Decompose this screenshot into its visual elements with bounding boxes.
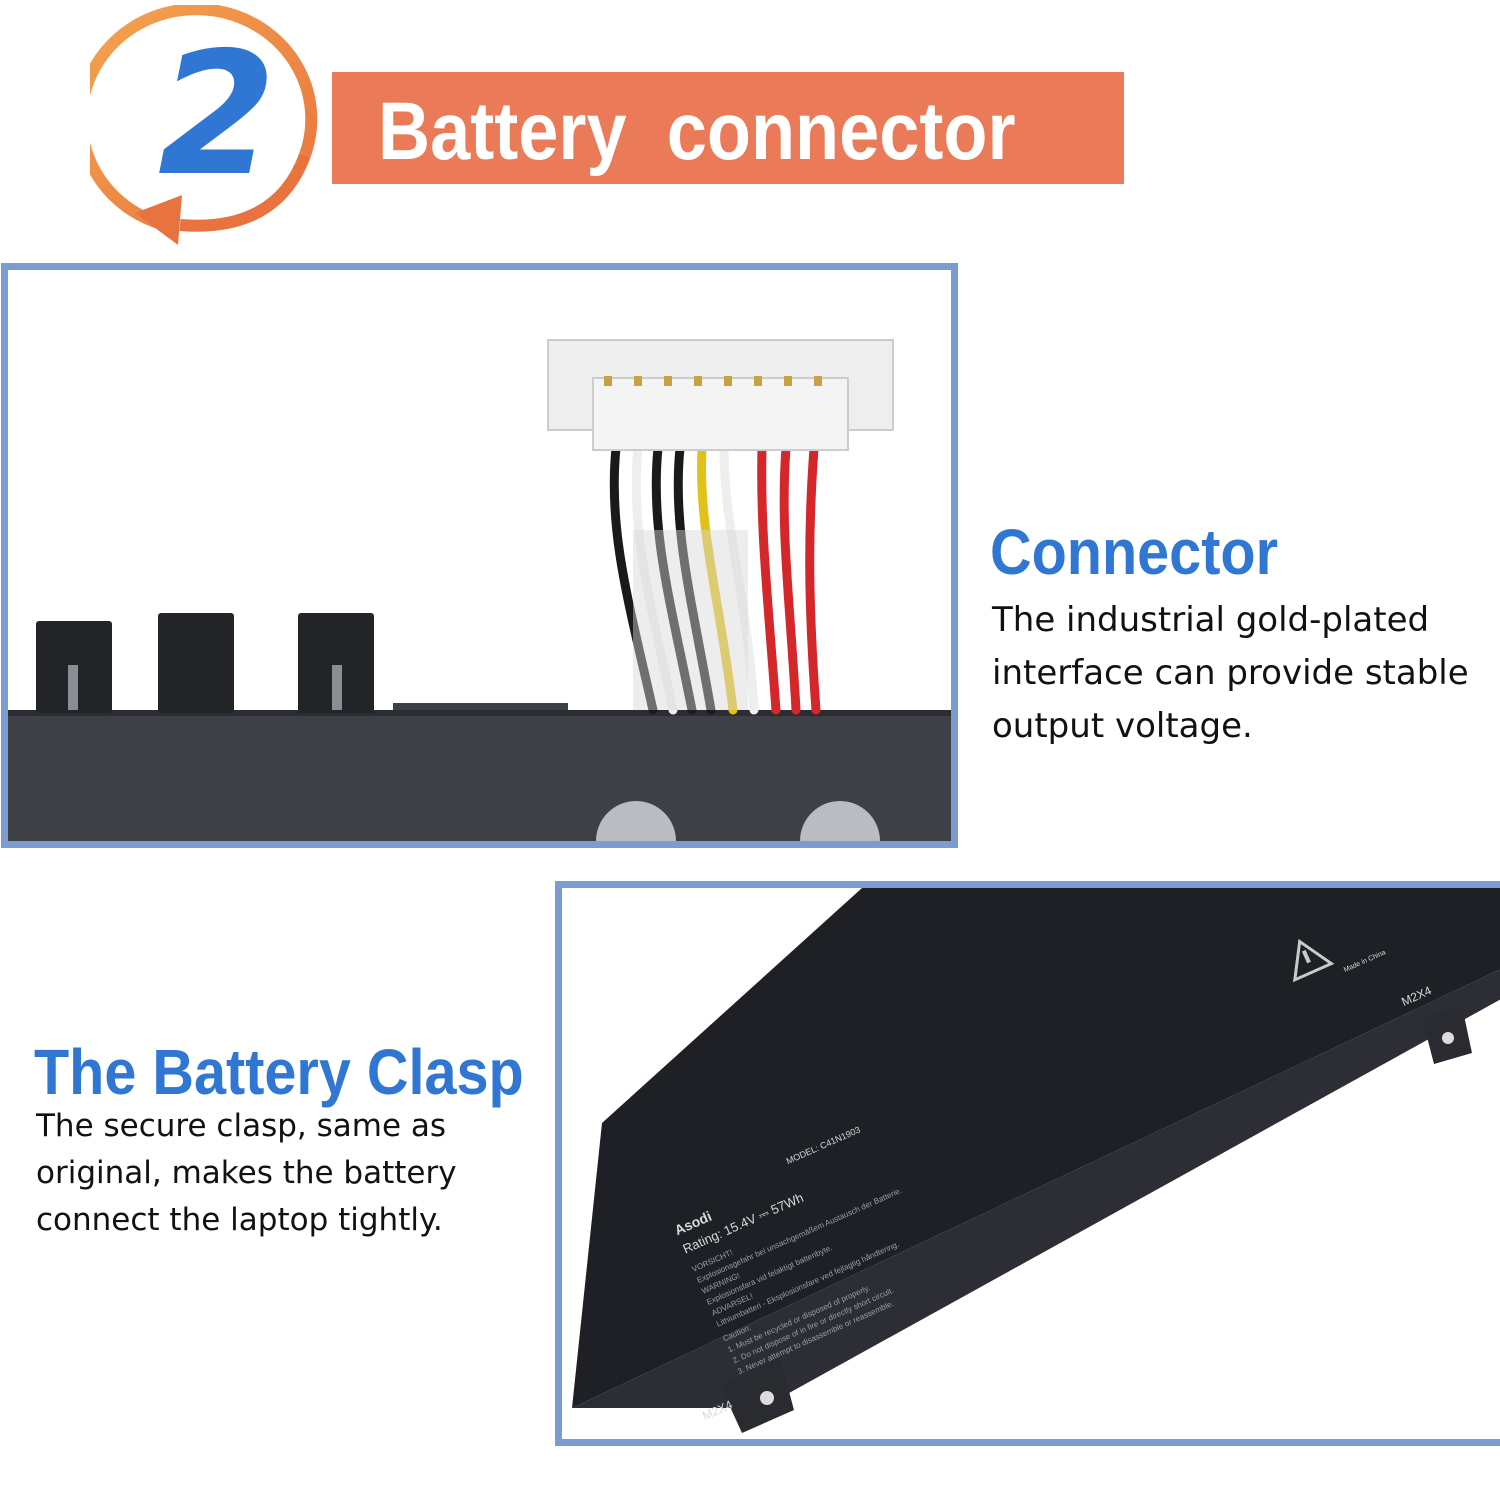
clasp-description: The secure clasp, same as original, make…	[36, 1108, 457, 1238]
clasp-heading: The Battery Clasp	[34, 1036, 524, 1108]
battery-clasp-photo: Asodi Rating: 15.4V ⎓ 57Wh MODEL: C41N19…	[555, 881, 1500, 1446]
clasp-tab-icon	[720, 1358, 794, 1433]
connector-heading: Connector	[990, 516, 1278, 588]
battery-connector-illustration	[8, 339, 951, 841]
battery-clip-icon	[36, 621, 112, 713]
page-title: Battery connector	[378, 86, 1016, 177]
warning-triangle-icon	[1293, 938, 1335, 983]
battery-clip-icon	[158, 613, 234, 713]
connector-photo	[1, 263, 958, 848]
step-number: 2	[157, 16, 276, 214]
connector-description: The industrial gold-plated interface can…	[992, 600, 1469, 746]
clasp-tab-icon	[1422, 1006, 1472, 1064]
title-banner	[332, 72, 1124, 184]
step-badge-arc-icon	[90, 5, 318, 245]
battery-clip-icon	[298, 613, 374, 713]
connector-plug-icon	[547, 339, 894, 451]
battery-pack-illustration: Asodi Rating: 15.4V ⎓ 57Wh MODEL: C41N19…	[572, 888, 1500, 1433]
